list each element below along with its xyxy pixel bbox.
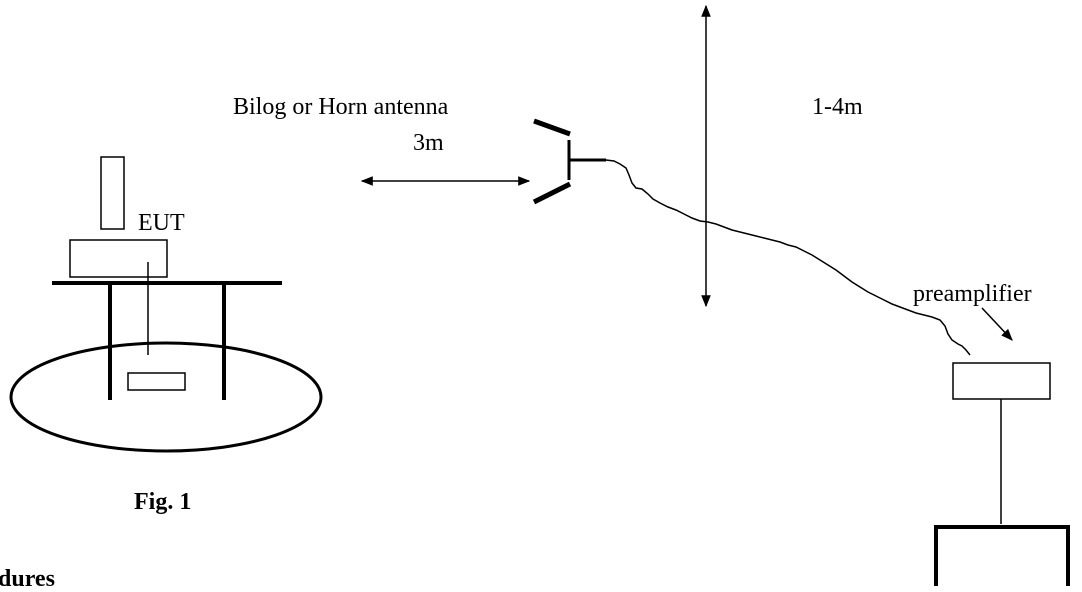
eut-upper-unit <box>100 156 125 230</box>
eut-label: EUT <box>138 210 185 236</box>
distance-label: 3m <box>413 130 444 156</box>
preamplifier-label: preamplifier <box>913 281 1032 307</box>
turntable <box>9 341 323 453</box>
eut-base-unit <box>69 239 168 278</box>
preamplifier-pointer <box>981 307 1013 341</box>
figure-caption: Fig. 1 <box>134 489 192 515</box>
section-heading-fragment: dures <box>0 566 55 592</box>
preamplifier-box <box>952 362 1051 400</box>
support-unit <box>127 372 186 391</box>
antenna-element-upper <box>533 118 571 137</box>
coax-cable <box>605 159 971 356</box>
height-label: 1-4m <box>812 94 863 120</box>
antenna-label: Bilog or Horn antenna <box>233 94 449 120</box>
receiver-box <box>934 525 1070 586</box>
antenna-element-lower <box>532 181 572 205</box>
